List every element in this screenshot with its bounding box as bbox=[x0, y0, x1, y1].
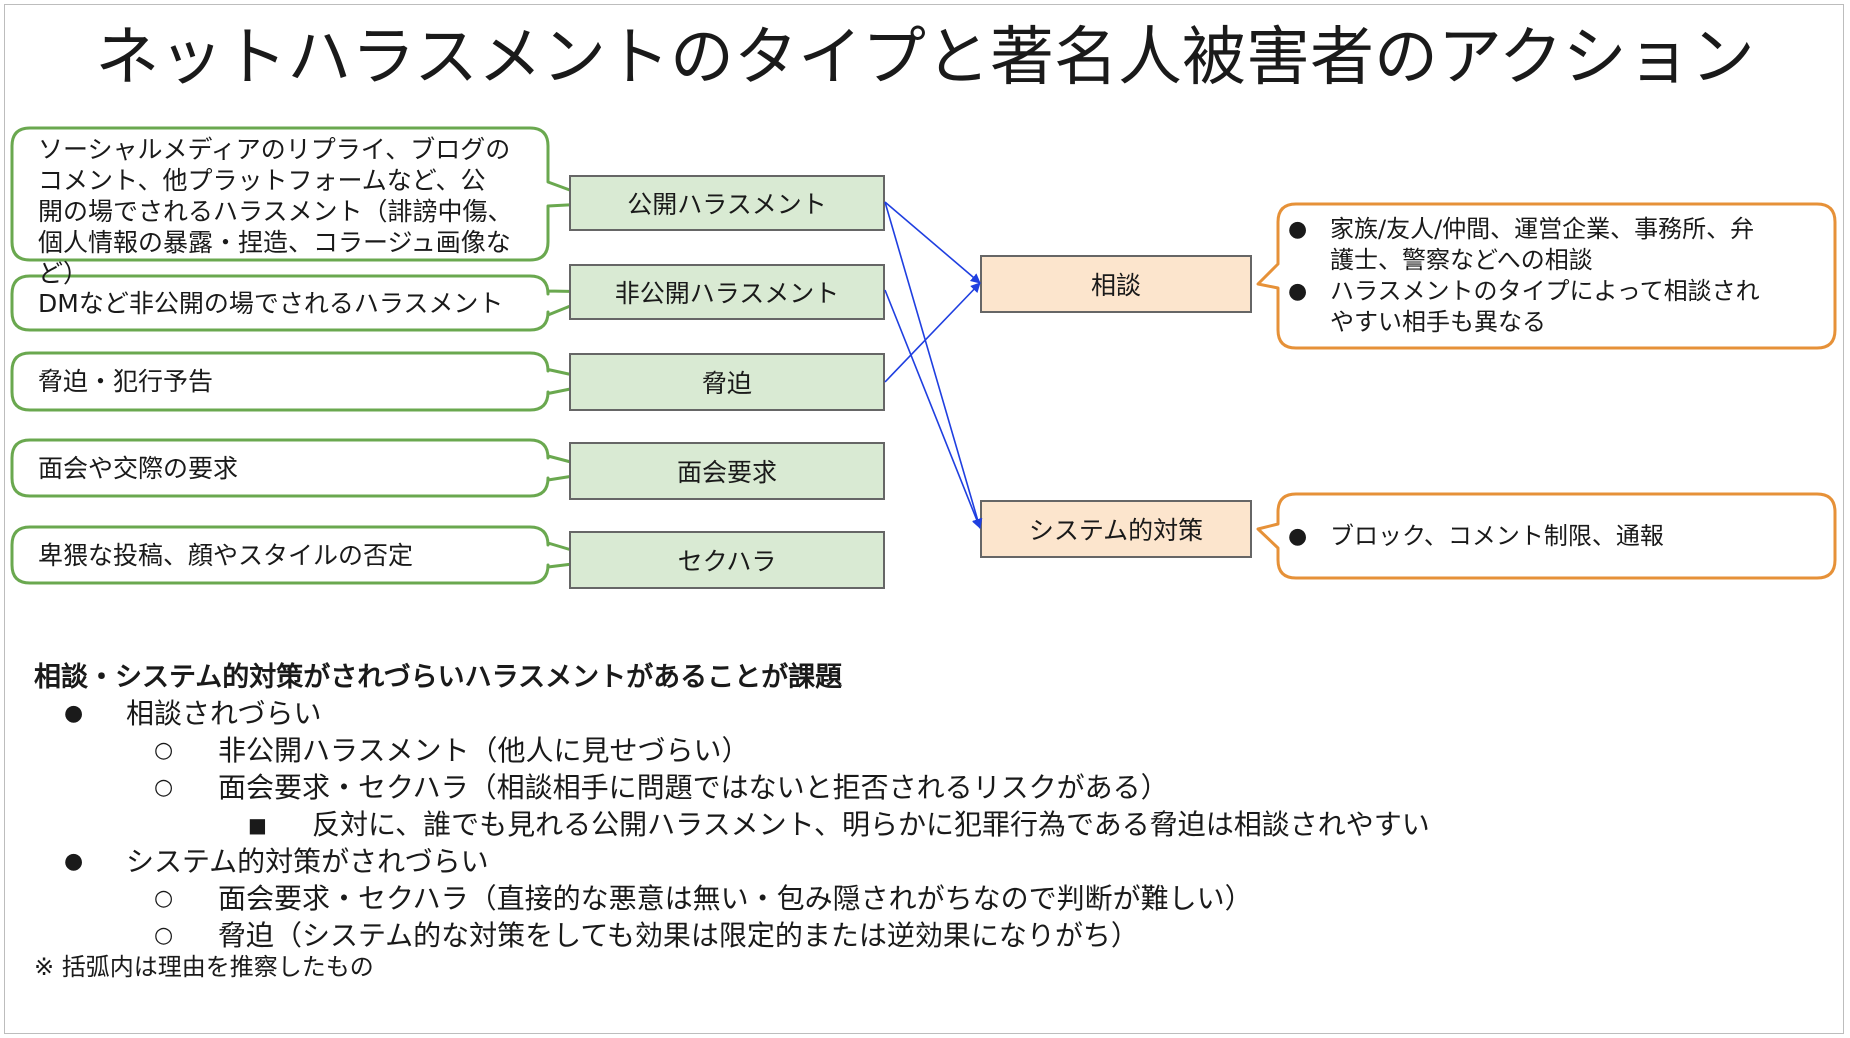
note-item: 面会要求・セクハラ（相談相手に問題ではないと拒否されるリスクがある） bbox=[218, 771, 1169, 804]
action-box bbox=[980, 255, 1252, 313]
action-bullet: 家族/友人/仲間、運営企業、事務所、弁 護士、警察などへの相談 bbox=[1330, 215, 1755, 274]
action-label: 相談 bbox=[1090, 271, 1141, 300]
description-callout bbox=[10, 525, 607, 585]
harassment-type-label: セクハラ bbox=[677, 547, 777, 576]
description-text: 卑猥な投稿、顔やスタイルの否定 bbox=[38, 540, 414, 570]
note-marker: ● bbox=[64, 701, 84, 726]
harassment-type-box bbox=[569, 175, 885, 231]
note-marker: ■ bbox=[248, 813, 267, 837]
description-callout bbox=[10, 438, 607, 498]
bullet-marker: ● bbox=[1288, 217, 1308, 242]
notes-heading: 相談・システム的対策がされづらいハラスメントがあることが課題 bbox=[34, 662, 843, 693]
note-item: 面会要求・セクハラ（直接的な悪意は無い・包み隠されがちなので判断が難しい） bbox=[218, 882, 1253, 915]
note-item: 脅迫（システム的な対策をしても効果は限定的または逆効果になりがち） bbox=[218, 919, 1139, 952]
harassment-type-label: 非公開ハラスメント bbox=[614, 279, 840, 308]
footnote: ※ 括弧内は理由を推察したもの bbox=[34, 953, 374, 981]
connector-arrow bbox=[884, 201, 983, 529]
bullet-marker: ● bbox=[1288, 279, 1308, 304]
note-item: 相談されづらい bbox=[126, 697, 322, 730]
connector-arrow bbox=[884, 282, 981, 383]
description-text: ソーシャルメディアのリプライ、ブログの コメント、他プラットフォームなど、公 開… bbox=[38, 135, 513, 288]
connector-arrow bbox=[884, 289, 982, 529]
description-callout bbox=[10, 274, 607, 332]
note-marker: ○ bbox=[154, 886, 174, 911]
description-text: 面会や交際の要求 bbox=[38, 453, 239, 483]
bullet-marker: ● bbox=[1288, 523, 1308, 549]
description-callout bbox=[10, 126, 607, 262]
harassment-type-label: 脅迫 bbox=[701, 369, 752, 398]
harassment-type-label: 面会要求 bbox=[676, 458, 777, 487]
harassment-type-box bbox=[569, 264, 885, 320]
note-marker: ● bbox=[64, 849, 84, 874]
note-marker: ○ bbox=[154, 775, 174, 800]
harassment-type-box bbox=[569, 531, 885, 589]
note-item: 非公開ハラスメント（他人に見せづらい） bbox=[218, 734, 750, 767]
note-marker: ○ bbox=[154, 738, 174, 763]
action-callout bbox=[1256, 492, 1837, 580]
description-callout bbox=[10, 351, 607, 412]
slide-title: ネットハラスメントのタイプと著名人被害者のアクション bbox=[95, 21, 1755, 95]
slide-frame bbox=[4, 4, 1844, 1034]
note-marker: ○ bbox=[154, 923, 174, 948]
action-label: システム的対策 bbox=[1028, 516, 1204, 545]
note-item: 反対に、誰でも見れる公開ハラスメント、明らかに犯罪行為である脅迫は相談されやすい bbox=[312, 808, 1430, 841]
description-text: DMなど非公開の場でされるハラスメント bbox=[38, 288, 504, 318]
harassment-type-box bbox=[569, 442, 885, 500]
note-item: システム的対策がされづらい bbox=[126, 845, 489, 878]
connector-arrow bbox=[884, 201, 981, 284]
action-box bbox=[980, 500, 1252, 558]
harassment-type-label: 公開ハラスメント bbox=[627, 190, 827, 219]
harassment-type-box bbox=[569, 353, 885, 411]
action-callout bbox=[1256, 202, 1837, 350]
description-text: 脅迫・犯行予告 bbox=[38, 367, 214, 396]
action-bullet: ブロック、コメント制限、通報 bbox=[1330, 521, 1664, 550]
action-bullet: ハラスメントのタイプによって相談され やすい相手も異なる bbox=[1330, 277, 1760, 336]
